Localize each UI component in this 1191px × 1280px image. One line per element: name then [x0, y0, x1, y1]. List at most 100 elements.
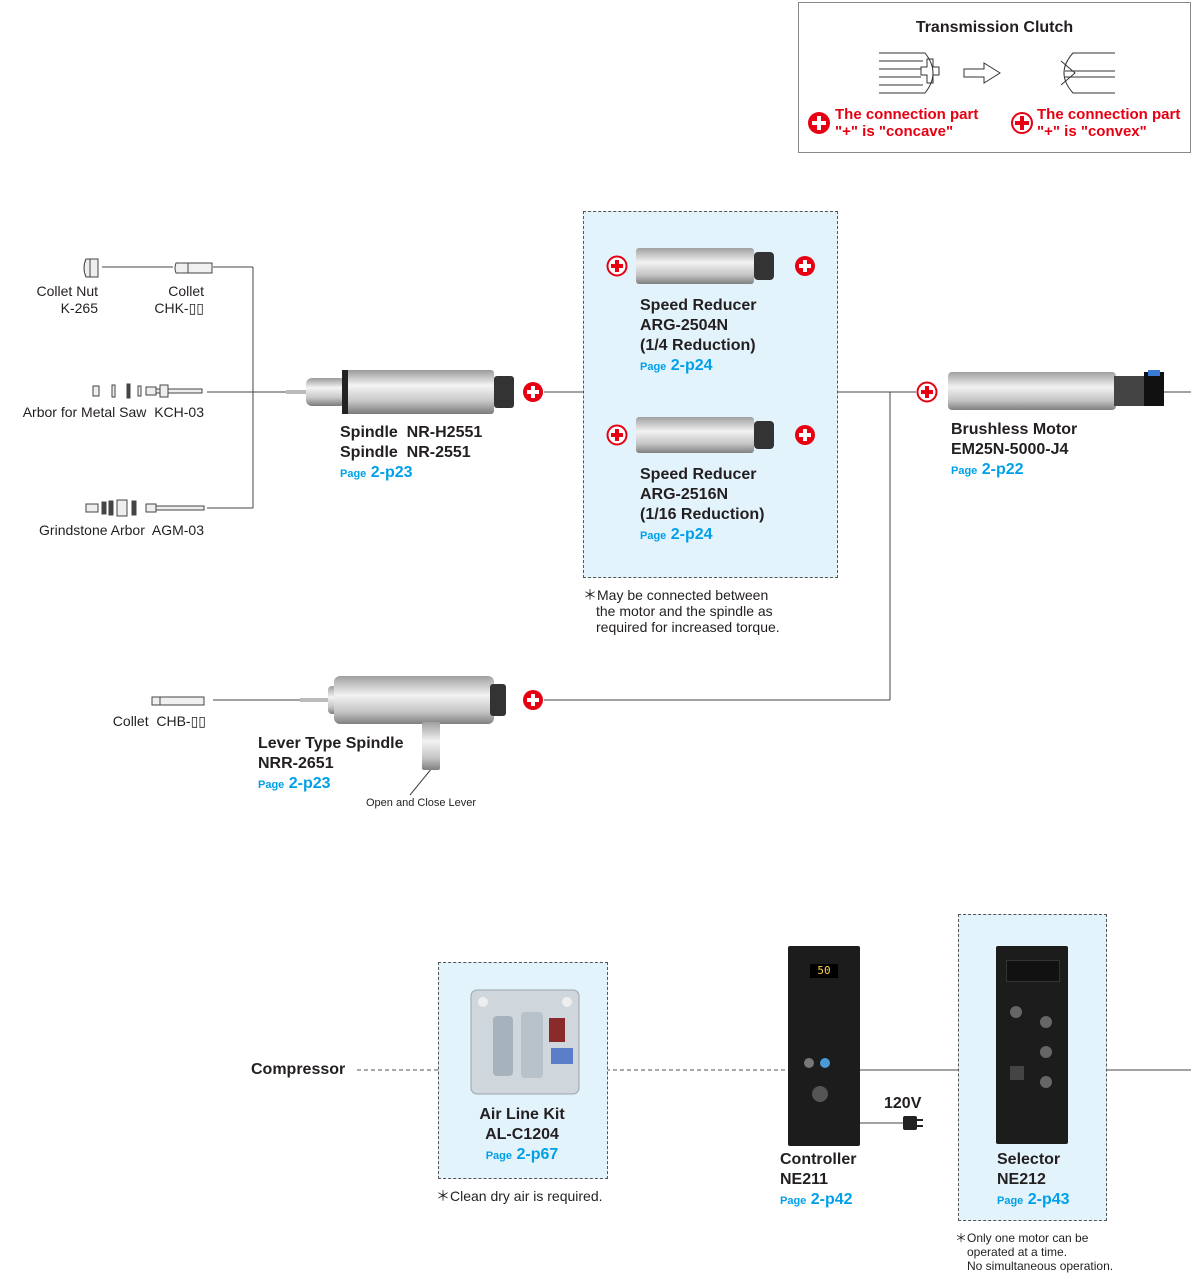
- concave-caption: The connection part "+" is "concave": [835, 106, 978, 140]
- page-number: 2-p22: [981, 461, 1024, 478]
- reducer-note-line2: the motor and the spindle as: [596, 603, 773, 619]
- selector-note-line2: operated at a time.: [967, 1245, 1068, 1259]
- collet-chk-label: Collet CHK-▯▯: [120, 283, 204, 317]
- spindle-label: Spindle NR-H2551 Spindle NR-2551 Page 2-…: [340, 423, 482, 484]
- airkit-page-ref[interactable]: Page 2-p67: [438, 1145, 606, 1166]
- page-word: Page: [951, 465, 978, 477]
- controller-label: Controller NE211 Page 2-p42: [780, 1150, 856, 1211]
- motor-page-ref[interactable]: Page 2-p22: [951, 460, 1077, 481]
- speed-reducer-2-label: Speed Reducer ARG-2516N (1/16 Reduction)…: [640, 465, 764, 546]
- reducer-note-line3: required for increased torque.: [596, 619, 780, 635]
- reducer1-right-plus-icon: [795, 256, 815, 276]
- compressor-label: Compressor: [251, 1061, 346, 1078]
- page-number: 2-p43: [1027, 1191, 1070, 1208]
- motor-name: Brushless Motor: [951, 421, 1078, 438]
- airkit-name: Air Line Kit: [479, 1106, 565, 1123]
- collet-nut-label: Collet Nut K-265: [20, 283, 98, 317]
- arbor-saw-label: Arbor for Metal Saw KCH-03: [22, 404, 204, 420]
- lever-spindle-plus-icon: [523, 690, 543, 710]
- page-word: Page: [997, 1195, 1024, 1207]
- page-number: 2-p24: [670, 357, 713, 374]
- reducer2-name: Speed Reducer: [640, 466, 757, 483]
- page-word: Page: [258, 779, 285, 791]
- convex-caption: The connection part "+" is "convex": [1037, 106, 1180, 140]
- controller-display: 50: [810, 964, 838, 978]
- collet-chk-name: Collet: [168, 283, 204, 299]
- brushless-motor-image: [948, 370, 1164, 410]
- selector-name: Selector: [997, 1151, 1061, 1168]
- page-number: 2-p42: [810, 1191, 853, 1208]
- page-word: Page: [640, 530, 667, 542]
- clutch-title: Transmission Clutch: [915, 19, 1074, 36]
- clutch-diagram-icon: [879, 52, 1115, 94]
- reducer2-ratio: (1/16 Reduction): [640, 506, 765, 523]
- lever-spindle-name: Lever Type Spindle: [258, 735, 404, 752]
- reducer1-left-plus-icon: [606, 255, 628, 277]
- selector-model: NE212: [997, 1171, 1046, 1188]
- voltage-label: 120V: [884, 1095, 922, 1112]
- airkit-note: ＊Clean dry air is required.: [436, 1188, 603, 1204]
- collet-nut-name: Collet Nut: [36, 283, 98, 299]
- collet-nut-icon: [83, 258, 99, 278]
- reducer2-model: ARG-2516N: [640, 486, 729, 503]
- spindle-image: [286, 370, 514, 414]
- reducer1-model: ARG-2504N: [640, 317, 729, 334]
- selector-note: ＊Only one motor can be operated at a tim…: [955, 1231, 1113, 1273]
- reducer2-left-plus-icon: [606, 424, 628, 446]
- page-number: 2-p23: [288, 775, 331, 792]
- selector-note-line3: No simultaneous operation.: [967, 1259, 1114, 1273]
- page-number: 2-p23: [370, 464, 413, 481]
- convex-plus-icon: [1011, 112, 1033, 134]
- page-word: Page: [485, 1150, 513, 1162]
- arbor-saw-icon: [92, 383, 203, 399]
- airkit-model: AL-C1204: [485, 1126, 559, 1143]
- lever-spindle-label: Lever Type Spindle NRR-2651 Page 2-p23: [258, 734, 404, 795]
- page-word: Page: [640, 361, 667, 373]
- collet-nut-model: K-265: [60, 300, 98, 316]
- page-number: 2-p67: [516, 1146, 559, 1163]
- controller-model: NE211: [780, 1171, 829, 1188]
- collet-chk-model: CHK-▯▯: [154, 300, 204, 316]
- reducer1-name: Speed Reducer: [640, 297, 757, 314]
- lever-label: Open and Close Lever: [366, 797, 477, 809]
- lever-type-spindle-image: [300, 676, 506, 770]
- lever-spindle-page-ref[interactable]: Page 2-p23: [258, 774, 404, 795]
- concave-caption-line1: The connection part: [835, 106, 979, 123]
- reducer2-right-plus-icon: [795, 425, 815, 445]
- motor-model: EM25N-5000-J4: [951, 441, 1069, 458]
- page-word: Page: [340, 468, 367, 480]
- reducer-note-line1: ＊May be connected between: [583, 587, 769, 603]
- selector-image: [996, 946, 1068, 1144]
- controller-image: 50: [788, 946, 860, 1146]
- reducer1-page-ref[interactable]: Page 2-p24: [640, 356, 756, 377]
- convex-caption-line2: "+" is "convex": [1037, 123, 1147, 140]
- collet-icon: [174, 262, 213, 274]
- collet-chb-label: Collet CHB-▯▯: [112, 713, 206, 729]
- reducer-note: ＊May be connected between the motor and …: [583, 587, 780, 635]
- concave-caption-line2: "+" is "concave": [835, 123, 954, 140]
- spindle-page-ref[interactable]: Page 2-p23: [340, 463, 482, 484]
- motor-plus-icon: [916, 381, 938, 403]
- air-line-kit-image: [470, 989, 580, 1095]
- controller-name: Controller: [780, 1151, 857, 1168]
- selector-page-ref[interactable]: Page 2-p43: [997, 1190, 1070, 1211]
- speed-reducer-1-image: [636, 248, 774, 284]
- spindle-model-2: Spindle NR-2551: [340, 444, 471, 461]
- grindstone-arbor-icon: [85, 499, 205, 517]
- air-line-kit-label: Air Line Kit AL-C1204 Page 2-p67: [438, 1105, 606, 1166]
- convex-caption-line1: The connection part: [1037, 106, 1181, 123]
- reducer2-page-ref[interactable]: Page 2-p24: [640, 525, 764, 546]
- grindstone-arbor-label: Grindstone Arbor AGM-03: [39, 522, 204, 538]
- speed-reducer-1-label: Speed Reducer ARG-2504N (1/4 Reduction) …: [640, 296, 756, 377]
- spindle-model-1: Spindle NR-H2551: [340, 424, 483, 441]
- spindle-connector-plus-icon: [523, 382, 543, 402]
- brushless-motor-label: Brushless Motor EM25N-5000-J4 Page 2-p22: [951, 420, 1077, 481]
- selector-note-line1: ＊Only one motor can be: [955, 1231, 1089, 1245]
- controller-page-ref[interactable]: Page 2-p42: [780, 1190, 856, 1211]
- page-word: Page: [780, 1195, 807, 1207]
- lever-spindle-model: NRR-2651: [258, 755, 334, 772]
- page-number: 2-p24: [670, 526, 713, 543]
- selector-label: Selector NE212 Page 2-p43: [997, 1150, 1070, 1211]
- transmission-clutch-legend: Transmission Clutch The connection part …: [798, 2, 1191, 153]
